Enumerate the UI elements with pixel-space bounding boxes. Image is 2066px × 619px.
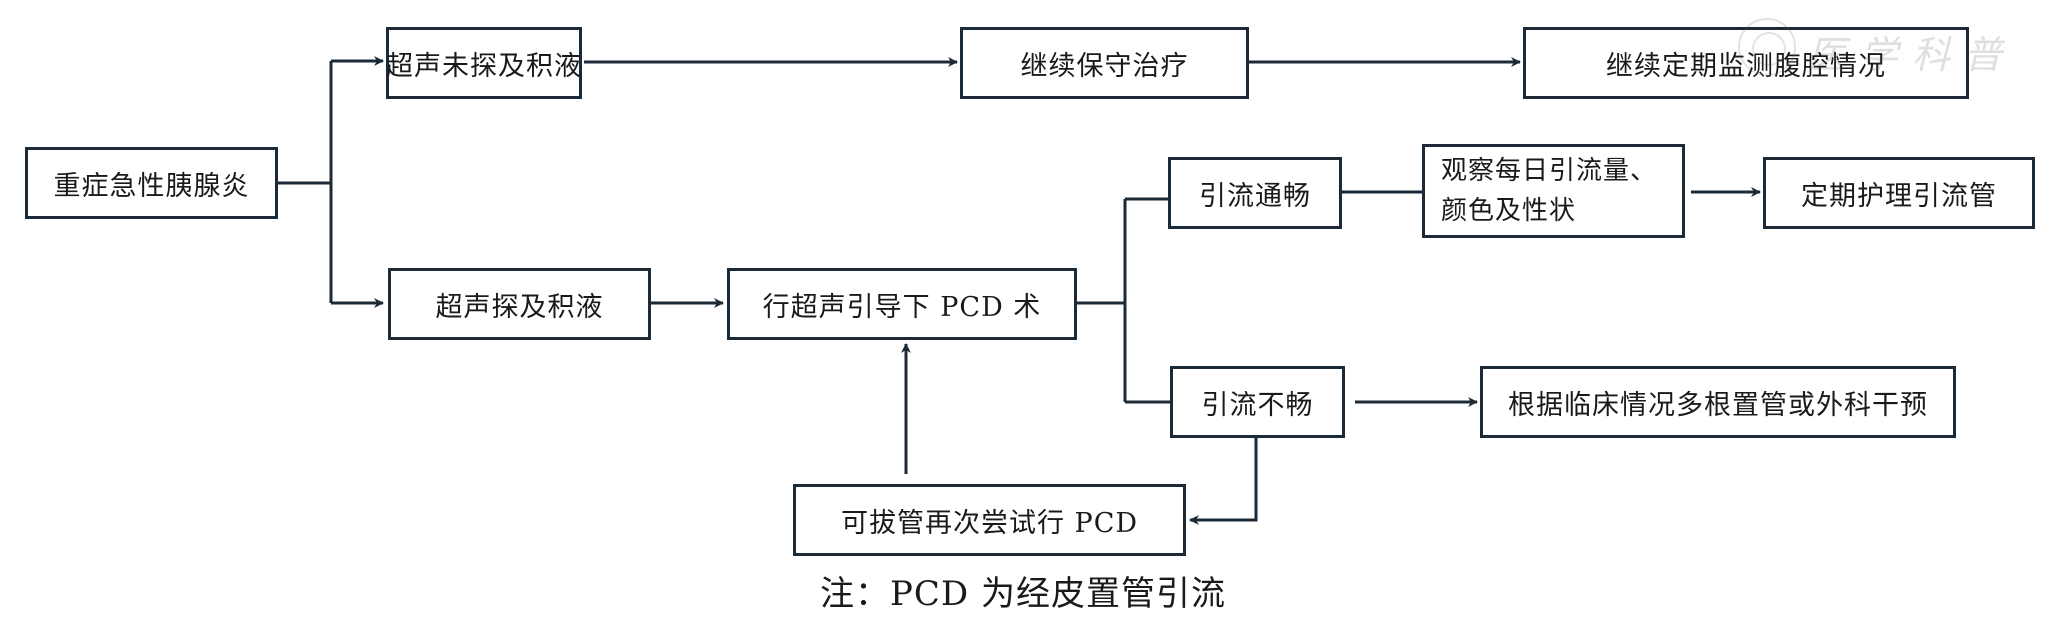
node-label: 继续定期监测腹腔情况	[1606, 50, 1886, 82]
node-monitor-abdomen: 继续定期监测腹腔情况	[1523, 27, 1969, 99]
node-label: 超声探及积液	[435, 291, 604, 323]
node-label: 超声未探及积液	[386, 50, 582, 82]
node-label: 行超声引导下 PCD 术	[762, 291, 1042, 323]
node-label: 引流不畅	[1201, 389, 1314, 421]
node-drainage-smooth: 引流通畅	[1168, 157, 1342, 229]
figure-note: 注：PCD 为经皮置管引流	[820, 574, 1226, 614]
edge-drain-poor-retry	[1189, 437, 1258, 525]
node-drainage-poor: 引流不畅	[1170, 366, 1345, 438]
node-label: 观察每日引流量、颜色及性状	[1441, 156, 1658, 226]
node-pcd-procedure: 行超声引导下 PCD 术	[727, 268, 1077, 340]
node-retry-pcd: 可拔管再次尝试行 PCD	[793, 484, 1186, 556]
node-label: 定期护理引流管	[1801, 180, 1997, 212]
node-label: 引流通畅	[1199, 180, 1311, 212]
node-fluid-detected: 超声探及积液	[388, 268, 651, 340]
node-label: 可拔管再次尝试行 PCD	[840, 507, 1139, 539]
node-severe-acute-pancreatitis: 重症急性胰腺炎	[25, 147, 278, 219]
node-label: 根据临床情况多根置管或外科干预	[1508, 389, 1928, 421]
node-multi-tube-or-surgery: 根据临床情况多根置管或外科干预	[1480, 366, 1956, 438]
node-no-fluid-detected: 超声未探及积液	[386, 27, 582, 99]
node-observe-drainage: 观察每日引流量、颜色及性状	[1422, 144, 1685, 238]
node-label: 重症急性胰腺炎	[53, 170, 250, 202]
node-tube-care: 定期护理引流管	[1763, 157, 2035, 229]
node-label: 继续保守治疗	[1020, 50, 1189, 82]
node-continue-conservative: 继续保守治疗	[960, 27, 1249, 99]
